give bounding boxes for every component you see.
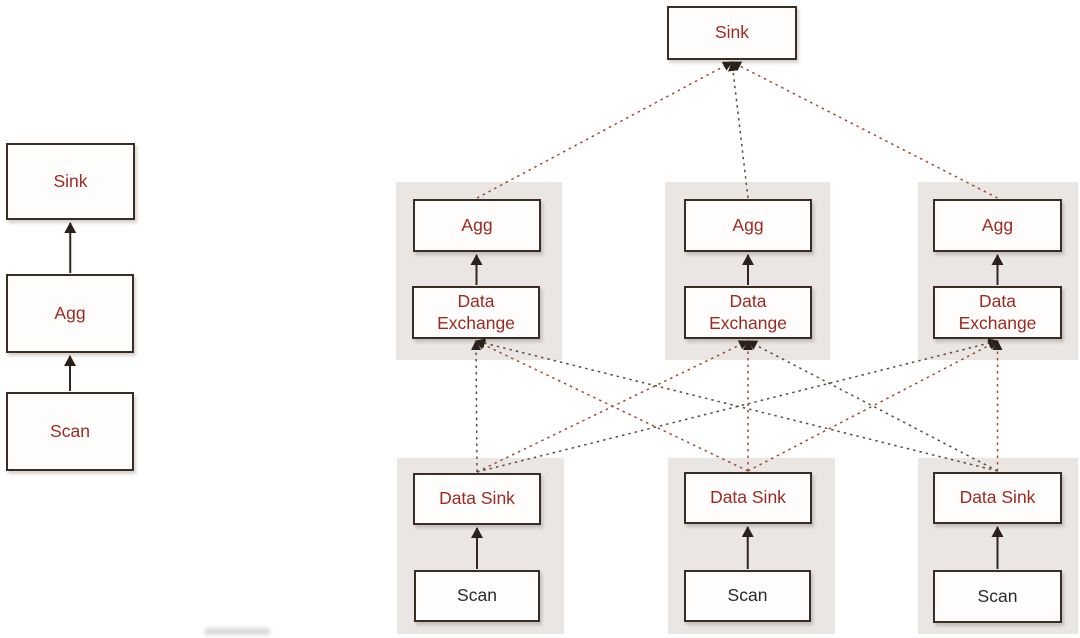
node-label: Scan — [977, 585, 1018, 606]
node-label: Agg — [461, 214, 493, 235]
node-label: Data Sink — [710, 487, 786, 508]
node-label: Data Sink — [439, 488, 515, 509]
node-scan-3: Scan — [933, 570, 1062, 623]
node-exchange-1: Data Exchange — [412, 286, 540, 339]
node-exchange-2: Data Exchange — [684, 286, 812, 339]
edge-datasink-2-to-exchange-1 — [475, 340, 749, 472]
edge-datasink-3-to-exchange-2 — [747, 340, 998, 472]
edge-datasink-2-to-exchange-3 — [747, 340, 999, 472]
node-label: Data Exchange — [437, 290, 515, 333]
node-agg-2: Agg — [684, 199, 812, 252]
node-label: Agg — [732, 214, 764, 235]
node-label: Scan — [457, 585, 497, 606]
node-label: Agg — [981, 214, 1014, 235]
node-label: Data Exchange — [709, 290, 787, 333]
node-label: Sink — [53, 170, 88, 191]
node-left-agg: Agg — [6, 274, 134, 353]
edge-agg-3-to-top-sink — [731, 61, 998, 199]
edge-datasink-1-to-exchange-3 — [476, 338, 999, 473]
node-exchange-3: Data Exchange — [933, 286, 1062, 339]
edge-agg-2-to-top-sink — [728, 61, 749, 199]
node-datasink-3: Data Sink — [933, 472, 1062, 524]
node-label: Data Exchange — [958, 290, 1037, 333]
node-left-scan: Scan — [6, 392, 134, 471]
node-datasink-2: Data Sink — [684, 472, 812, 524]
node-scan-2: Scan — [684, 570, 811, 622]
node-label: Data Sink — [959, 487, 1036, 508]
node-top-sink: Sink — [667, 6, 797, 60]
node-label: Agg — [54, 302, 86, 323]
node-datasink-1: Data Sink — [413, 473, 541, 525]
node-left-sink: Sink — [6, 143, 135, 220]
edge-datasink-1-to-exchange-2 — [476, 340, 749, 473]
node-agg-3: Agg — [933, 199, 1062, 252]
edge-datasink-1-to-exchange-1 — [471, 340, 482, 473]
edge-datasink-3-to-exchange-1 — [475, 338, 998, 472]
bottom-left-artifact — [205, 628, 270, 635]
node-label: Scan — [727, 585, 768, 606]
node-agg-1: Agg — [413, 199, 541, 252]
node-label: Sink — [714, 22, 750, 43]
node-label: Scan — [50, 420, 90, 441]
edge-agg-1-to-top-sink — [476, 61, 733, 199]
node-scan-1: Scan — [414, 570, 540, 622]
